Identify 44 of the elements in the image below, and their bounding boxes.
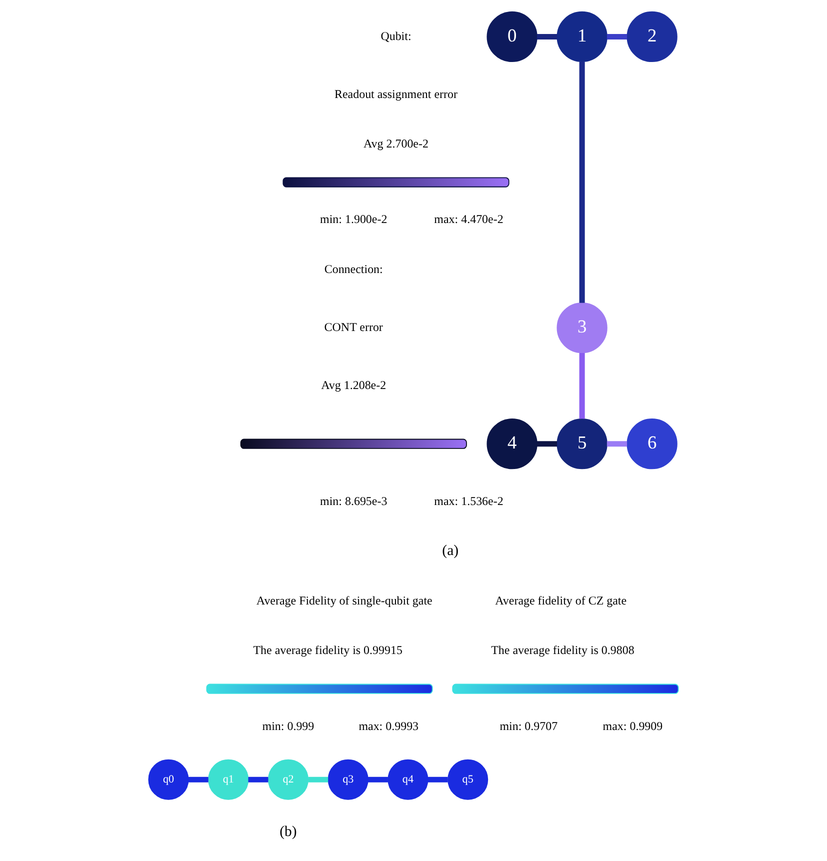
label: CONT error: [324, 320, 383, 334]
connector: [536, 441, 558, 447]
node-circle: 4: [486, 418, 538, 470]
node-circle: q2: [268, 759, 308, 800]
label: Avg 1.208e-2: [321, 378, 386, 392]
node-circle: 2: [626, 11, 678, 62]
label: The average fidelity is 0.99915: [253, 643, 402, 658]
connector: [579, 352, 585, 419]
connector: [606, 441, 628, 447]
label: min: 1.900e-2: [320, 212, 388, 226]
label: Connection:: [324, 262, 383, 276]
label: Readout assignment error: [334, 86, 458, 101]
label: Qubit:: [380, 28, 412, 43]
label: (a): [442, 543, 459, 560]
label: max: 4.470e-2: [434, 212, 504, 226]
connector: [308, 776, 328, 782]
node-circle: 1: [556, 11, 608, 62]
label: Avg 2.700e-2: [364, 136, 428, 151]
label: min: 8.695e-3: [320, 494, 388, 508]
label: Average Fidelity of single-qubit gate: [256, 593, 432, 608]
connector: [536, 34, 558, 40]
node-circle: 5: [556, 418, 608, 470]
node-circle: q5: [448, 759, 488, 800]
node-circle: 6: [626, 418, 678, 470]
label: min: 0.9707: [500, 718, 558, 733]
connector: [606, 34, 628, 40]
node-circle: 3: [556, 302, 608, 354]
label: min: 0.999: [262, 718, 314, 733]
node-circle: q0: [148, 759, 189, 800]
label: max: 0.9993: [358, 718, 419, 733]
label: max: 0.9909: [602, 718, 663, 733]
node-circle: 0: [486, 11, 538, 62]
label: (b): [280, 824, 297, 840]
connector: [579, 62, 585, 303]
connector: [188, 776, 208, 782]
label: max: 1.536e-2: [434, 494, 504, 508]
connector: [428, 776, 448, 782]
node-circle: q4: [388, 759, 428, 800]
connector: [368, 776, 388, 782]
node-circle: q1: [208, 759, 249, 800]
label: Average fidelity of CZ gate: [495, 593, 627, 608]
label: The average fidelity is 0.9808: [491, 643, 634, 658]
connector: [248, 776, 268, 782]
node-circle: q3: [328, 759, 368, 800]
